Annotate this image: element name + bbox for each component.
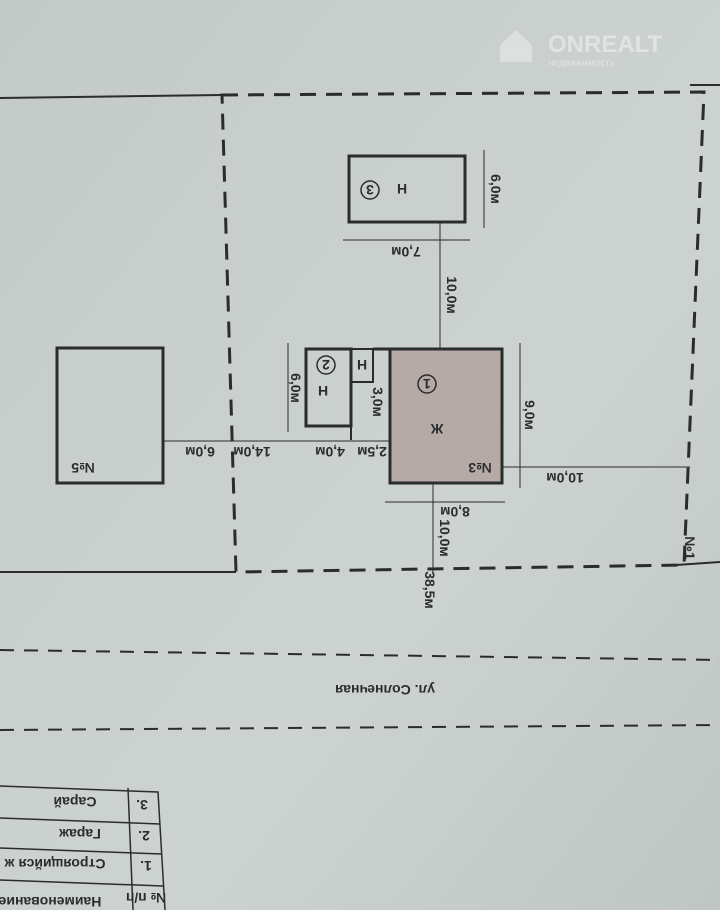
plan-dimensions-house_width: 8,0м [440,504,470,520]
plan-dimensions-shed_height: 6,0м [488,174,504,204]
plan-dimensions-gap_d: 6,0м [185,444,215,460]
plan-dimensions-garage_height: 6,0м [288,373,304,403]
plan-buildings-1-type: Н [318,383,328,399]
legend-rows-1-num: 2. [138,828,150,844]
legend-rows-1-name: Гараж [58,826,101,842]
legend-rows-0-name: Строящийся ж [4,856,106,872]
plan-dimensions-house_to_right: 10,0м [546,470,584,486]
neighbor-building [55,346,165,485]
building-3 [347,154,467,224]
plan-dimensions-gap_a: 2,5м [357,444,387,460]
watermark-tagline: недвижимость [548,58,615,69]
watermark-brand: ONREALT [548,31,663,58]
legend-table: 3. Сарай 2. Гараж 1. Строящийся ж № п/п … [0,785,166,910]
plan-dimensions-shed_to_house: 10,0м [444,276,460,314]
plan-dimensions-house_to_street: 10,0м [437,519,453,557]
plan-buildings-0-label: №3 [468,460,492,476]
plan-buildings-0-type: Ж [430,421,444,437]
neighbor-left-label: №5 [71,460,95,476]
plan-dimensions-gap_c: 14,0м [233,444,271,460]
plan-buildings-2-number: 3 [366,182,374,198]
plan-buildings-1-number: 2 [322,357,330,373]
watermark: ONREALT недвижимость [500,30,663,69]
street-edge [0,724,720,731]
plot-boundary [220,90,706,574]
street-edge [0,649,720,661]
plan-buildings-3-type: Н [357,357,367,373]
legend-rows-0-num: 1. [140,858,152,874]
plan-buildings-0-number: 1 [423,376,431,392]
plan-dimensions-plot_width: 38,5м [422,571,438,609]
neighbor-right-label: №1 [682,536,698,560]
legend-rows-2-name: Сарай [53,794,96,810]
plan-dimensions-shed_width: 7,0м [391,244,421,260]
plan-dimensions-gap_b: 4,0м [315,444,345,460]
boundary-line [0,94,223,99]
legend-rows-2-num: 3. [136,797,148,813]
building-small [350,348,374,383]
plan-dimensions-small_height: 3,0м [370,387,386,417]
legend-header_num: № п/п [126,890,166,906]
street-name: ул. Солнечная [335,682,435,698]
legend-header_name: Наименование [0,894,101,910]
building-1 [388,347,504,485]
plan-buildings-2-type: Н [397,181,407,197]
plan-dimensions-house_height: 9,0м [522,400,538,430]
